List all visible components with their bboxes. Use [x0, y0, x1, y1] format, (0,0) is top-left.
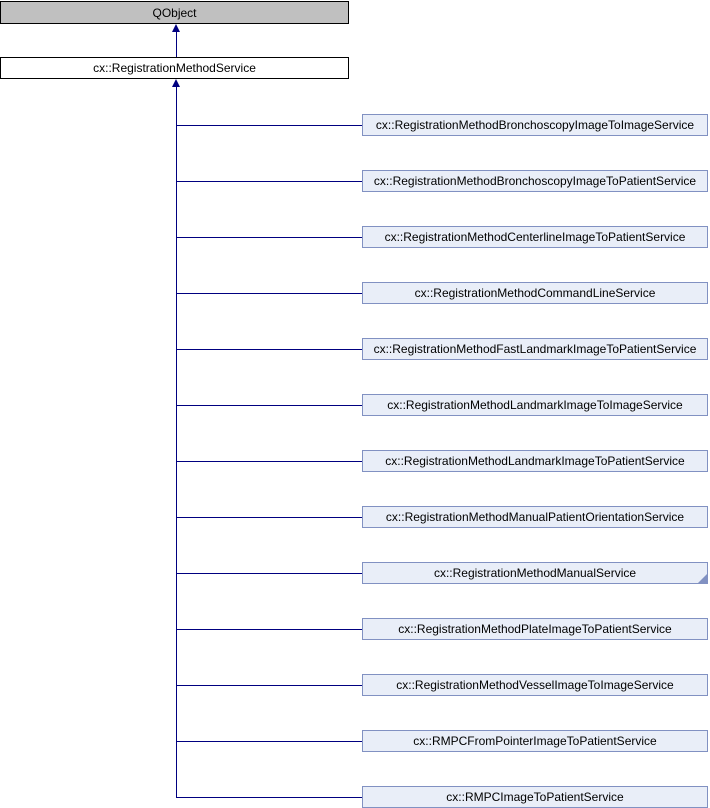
class-node[interactable]: cx::RMPCImageToPatientService — [362, 786, 708, 808]
class-node[interactable]: cx::RegistrationMethodPlateImageToPatien… — [362, 618, 708, 640]
inheritance-branch-line — [176, 181, 362, 182]
inheritance-branch-line — [176, 237, 362, 238]
inheritance-branch-line — [176, 405, 362, 406]
class-node[interactable]: cx::RegistrationMethodBronchoscopyImageT… — [362, 170, 708, 192]
class-node[interactable]: cx::RegistrationMethodCenterlineImageToP… — [362, 226, 708, 248]
inheritance-branch-line — [176, 797, 362, 798]
class-name-label: cx::RegistrationMethodManualService — [433, 566, 637, 580]
class-name-label: cx::RegistrationMethodManualPatientOrien… — [385, 510, 685, 524]
class-node-registration-method-service[interactable]: cx::RegistrationMethodService — [0, 57, 349, 79]
class-name-label: cx::RegistrationMethodCenterlineImageToP… — [384, 230, 686, 244]
class-name-label: cx::RegistrationMethodLandmarkImageToPat… — [385, 454, 685, 468]
inheritance-arrowhead-icon — [172, 79, 180, 87]
inheritance-arrowhead-icon — [172, 24, 180, 32]
class-name-label: cx::RegistrationMethodPlateImageToPatien… — [398, 622, 672, 636]
class-name-label: cx::RegistrationMethodBronchoscopyImageT… — [375, 118, 695, 132]
inheritance-branch-line — [176, 349, 362, 350]
class-node[interactable]: cx::RegistrationMethodBronchoscopyImageT… — [362, 114, 708, 136]
class-name-label: cx::RegistrationMethodVesselImageToImage… — [396, 678, 674, 692]
class-name-label: cx::RegistrationMethodCommandLineService — [414, 286, 656, 300]
inheritance-edge-line — [176, 31, 177, 57]
class-node-qobject: QObject — [0, 1, 349, 24]
inheritance-trunk-line — [176, 86, 177, 797]
inheritance-branch-line — [176, 573, 362, 574]
class-node[interactable]: cx::RegistrationMethodCommandLineService — [362, 282, 708, 304]
class-name-label: cx::RegistrationMethodBronchoscopyImageT… — [373, 174, 697, 188]
class-name-label: cx::RMPCImageToPatientService — [446, 790, 624, 804]
inheritance-branch-line — [176, 293, 362, 294]
class-name-label: QObject — [152, 5, 197, 20]
class-node[interactable]: cx::RegistrationMethodManualPatientOrien… — [362, 506, 708, 528]
class-node[interactable]: cx::RegistrationMethodLandmarkImageToIma… — [362, 394, 708, 416]
class-name-label: cx::RegistrationMethodLandmarkImageToIma… — [387, 398, 683, 412]
class-name-label: cx::RegistrationMethodFastLandmarkImageT… — [373, 342, 697, 356]
inheritance-branch-line — [176, 461, 362, 462]
inheritance-branch-line — [176, 685, 362, 686]
class-node[interactable]: cx::RegistrationMethodVesselImageToImage… — [362, 674, 708, 696]
class-node[interactable]: cx::RegistrationMethodManualService — [362, 562, 708, 584]
has-subclasses-icon — [698, 574, 707, 583]
class-node[interactable]: cx::RMPCFromPointerImageToPatientService — [362, 730, 708, 752]
inheritance-branch-line — [176, 125, 362, 126]
inheritance-branch-line — [176, 517, 362, 518]
class-node[interactable]: cx::RegistrationMethodFastLandmarkImageT… — [362, 338, 708, 360]
class-node[interactable]: cx::RegistrationMethodLandmarkImageToPat… — [362, 450, 708, 472]
class-name-label: cx::RegistrationMethodService — [93, 61, 256, 75]
inheritance-branch-line — [176, 629, 362, 630]
inheritance-branch-line — [176, 741, 362, 742]
class-name-label: cx::RMPCFromPointerImageToPatientService — [413, 734, 657, 748]
